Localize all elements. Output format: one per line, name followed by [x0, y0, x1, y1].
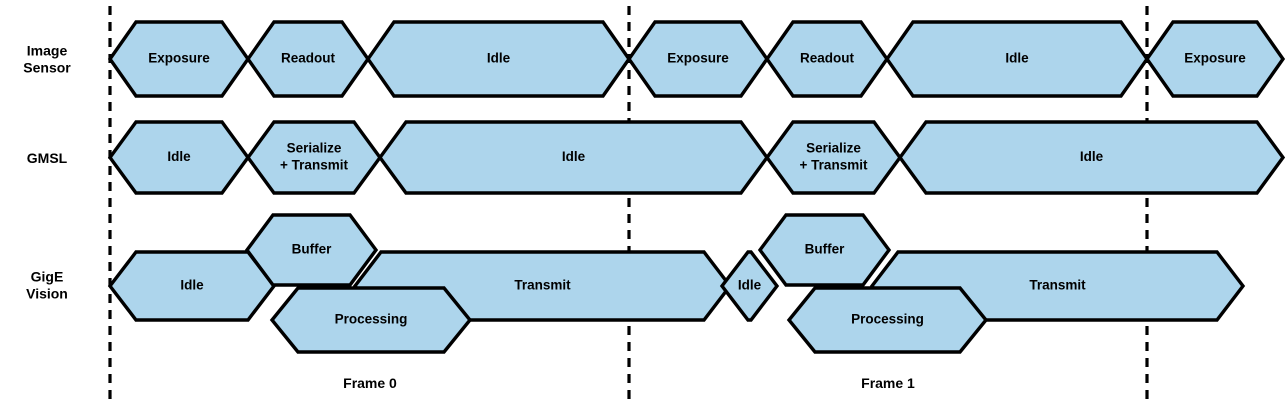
timeline-block[interactable]: Readout — [245, 20, 371, 98]
row-gige-vision: Idle Transmit Idle Transmit Buffer BufferProc… — [107, 213, 1246, 354]
hexagon-shape — [1144, 20, 1286, 98]
timeline-block[interactable]: Idle — [897, 120, 1286, 195]
timeline-block[interactable]: Serialize + Transmit — [764, 120, 903, 195]
block-label: Serialize — [287, 141, 342, 156]
frame-labels: Frame 0 Frame 1 — [343, 375, 915, 391]
frame-caption: Frame 1 — [861, 375, 915, 391]
row-gmsl: Idle Serialize + Transmit Idle Serialize + Tr… — [107, 120, 1286, 195]
block-label: Idle — [180, 278, 204, 293]
block-label: Readout — [281, 51, 336, 66]
hexagon-shape — [244, 213, 379, 287]
hexagon-shape — [626, 20, 770, 98]
block-label: Serialize — [806, 141, 861, 156]
block-label: Transmit — [1029, 278, 1086, 293]
block-label: Exposure — [148, 51, 210, 66]
hexagon-shape — [107, 20, 251, 98]
timeline-block[interactable]: Idle — [107, 120, 251, 195]
hexagon-shape — [719, 250, 780, 322]
hexagon-shape — [377, 120, 770, 195]
block-label: + Transmit — [280, 158, 348, 173]
block-label: Idle — [562, 149, 586, 164]
block-label: Transmit — [514, 278, 571, 293]
row-label-gmsl: GMSL — [27, 150, 68, 166]
row-label-line: Image — [27, 43, 68, 59]
hexagon-shape — [365, 20, 632, 98]
block-label: Idle — [738, 278, 762, 293]
row-label-line: Sensor — [23, 60, 71, 76]
timeline-block[interactable]: Idle — [884, 20, 1150, 98]
timeline-block[interactable]: Readout — [764, 20, 890, 98]
hexagon-shape — [245, 20, 371, 98]
timeline-block[interactable]: Idle — [365, 20, 632, 98]
block-label: Exposure — [1184, 51, 1246, 66]
timeline-block[interactable]: Serialize + Transmit — [245, 120, 383, 195]
lane-gige-vision-lower: Processing Processing — [269, 286, 989, 354]
hexagon-shape — [757, 213, 892, 287]
timeline-block[interactable]: Exposure — [626, 20, 770, 98]
timeline-block[interactable]: Exposure — [1144, 20, 1286, 98]
timeline-block[interactable]: Idle — [719, 250, 780, 322]
timeline-block[interactable]: Idle — [107, 250, 277, 322]
hexagon-shape — [764, 20, 890, 98]
block-label: Buffer — [292, 242, 332, 257]
lane-image-sensor-main: Exposure Readout Idle Exposure Readout Idle Ex… — [107, 20, 1286, 98]
hexagon-shape — [786, 286, 989, 354]
hexagon-shape — [897, 120, 1286, 195]
timeline-block[interactable]: Processing — [786, 286, 989, 354]
block-label: Idle — [1080, 149, 1104, 164]
block-label: Idle — [1005, 51, 1029, 66]
block-label: Readout — [800, 51, 855, 66]
block-label: + Transmit — [800, 158, 868, 173]
row-image-sensor: Exposure Readout Idle Exposure Readout Idle Ex… — [107, 20, 1286, 98]
block-label: Idle — [487, 51, 511, 66]
row-label-line: GigE — [31, 269, 64, 285]
row-label-line: GMSL — [27, 150, 68, 166]
block-label: Exposure — [667, 51, 729, 66]
timeline-block[interactable]: Idle — [377, 120, 770, 195]
timeline-block[interactable]: Buffer — [757, 213, 892, 287]
lane-gige-vision-upper: Buffer Buffer — [244, 213, 892, 287]
hexagon-shape — [884, 20, 1150, 98]
frame-marker-lines — [108, 6, 1149, 406]
hexagon-shape — [245, 120, 383, 195]
block-label: Processing — [851, 312, 924, 327]
block-label: Buffer — [805, 242, 845, 257]
timeline-block[interactable]: Buffer — [244, 213, 379, 287]
timeline-block[interactable]: Processing — [269, 286, 473, 354]
hexagon-shape — [269, 286, 473, 354]
block-label: Idle — [167, 149, 191, 164]
lane-gmsl-main: Idle Serialize + Transmit Idle Serialize + Tr… — [107, 120, 1286, 195]
hexagon-shape — [107, 120, 251, 195]
hexagon-shape — [764, 120, 903, 195]
timeline-block[interactable]: Exposure — [107, 20, 251, 98]
row-label-line: Vision — [26, 286, 68, 302]
block-label: Processing — [335, 312, 408, 327]
frame-caption: Frame 0 — [343, 375, 397, 391]
